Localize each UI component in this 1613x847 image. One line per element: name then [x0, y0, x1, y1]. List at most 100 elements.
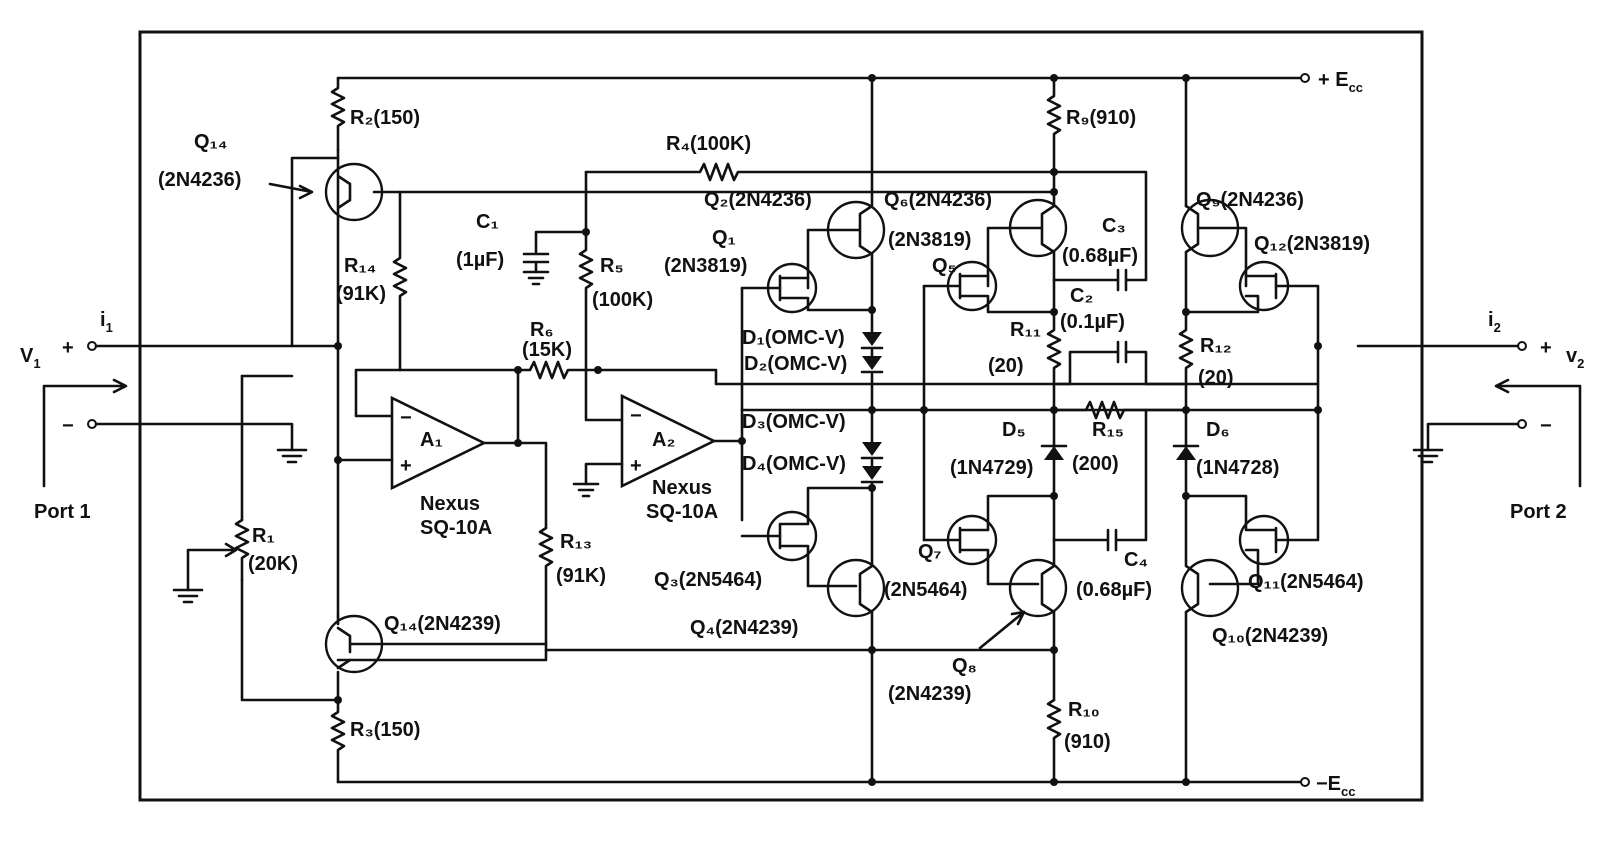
r10-resistor: [1046, 698, 1062, 784]
r10-val-label: (910): [1064, 731, 1111, 753]
port2-plus-label: +: [1540, 337, 1552, 359]
r15-val-label: (200): [1072, 453, 1119, 475]
port1-v-label: V1: [20, 345, 41, 371]
a2-minus-label: −: [630, 405, 642, 427]
q10-transistor: [1180, 558, 1240, 618]
r6-label: R₆: [530, 319, 554, 341]
node: [868, 778, 876, 786]
r9-label: R₉(910): [1066, 107, 1136, 129]
port1-arrow: [42, 378, 128, 488]
c4-val-label: (0.68µF): [1076, 579, 1152, 601]
port2-i-label: i2: [1488, 309, 1501, 335]
node: [1182, 778, 1190, 786]
d5-zener-diode: [1044, 446, 1064, 460]
d2-diode: [862, 356, 882, 370]
q3-leads: [740, 486, 874, 588]
q11-leads: [1184, 408, 1320, 586]
c2-label: C₂: [1070, 285, 1093, 307]
c4-label: C₄: [1124, 549, 1148, 571]
negative-supply-terminal: [1300, 777, 1310, 787]
q5-label: Q₅: [932, 255, 957, 277]
r11-label: R₁₁: [1010, 319, 1041, 341]
d6-zener-diode: [1176, 446, 1196, 460]
r12-label: R₁₂: [1200, 335, 1232, 357]
r13-resistor: [336, 526, 554, 662]
node: [1050, 646, 1058, 654]
q2-leads: [806, 190, 874, 312]
q10-label: Q₁₀(2N4239): [1212, 625, 1328, 647]
q8-label: Q₈: [952, 655, 977, 677]
r14-val-label: (91K): [336, 283, 386, 305]
c2-val-label: (0.1µF): [1060, 311, 1125, 333]
r9-resistor: [1046, 76, 1062, 194]
d1-label: D₁(OMC-V): [742, 327, 845, 349]
r4-resistor: [584, 162, 1056, 182]
port2-minus-label: −: [1540, 415, 1552, 437]
q5-leads: [922, 272, 1056, 314]
d5-part-label: (1N4729): [950, 457, 1033, 479]
c1-ground: [522, 270, 550, 286]
node: [920, 406, 928, 414]
q14-bottom-leads: [336, 614, 548, 702]
negative-supply-label: −Ecc: [1316, 773, 1356, 799]
d4-diode: [862, 466, 882, 480]
a2-label: A₂: [652, 429, 675, 451]
c1-val-label: (1µF): [456, 249, 504, 271]
c2-capacitor: [1052, 340, 1188, 386]
q10-leads: [1184, 494, 1200, 784]
r15-resistor: [1052, 400, 1188, 420]
a1-label: A₁: [420, 429, 443, 451]
q8-transistor: [1008, 558, 1068, 618]
a1-plus-label: +: [400, 455, 412, 477]
node: [334, 696, 342, 704]
c1-label: C₁: [476, 211, 499, 233]
r5-val-label: (100K): [592, 289, 653, 311]
r1-wiper: [186, 542, 238, 592]
d5-label: D₅: [1002, 419, 1026, 441]
q7-leads: [922, 494, 1056, 586]
r11-val-label: (20): [988, 355, 1024, 377]
d2-label: D₂(OMC-V): [744, 353, 847, 375]
q11-label: Q₁₁(2N5464): [1248, 571, 1363, 593]
node: [334, 342, 342, 350]
q14-top-label: Q₁₄: [194, 131, 227, 153]
r4-label: R₄(100K): [666, 133, 751, 155]
q4-transistor: [826, 558, 886, 618]
r14-resistor: [392, 190, 408, 372]
q5-part-label: (2N3819): [888, 229, 971, 251]
a1-opamp: [390, 395, 487, 491]
a2-part-label-1: Nexus: [652, 477, 712, 499]
q1-label: Q₁: [712, 227, 736, 249]
q12-leads: [1184, 272, 1320, 348]
port1-label: Port 1: [34, 501, 91, 523]
r12-resistor: [1178, 310, 1194, 412]
q4-leads: [858, 486, 874, 784]
r1-ground: [172, 588, 204, 604]
q8-part-label: (2N4239): [888, 683, 971, 705]
r5-resistor: [578, 230, 624, 422]
port2-minus-wire: [1426, 422, 1520, 452]
q9-label: Q₉(2N4236): [1196, 189, 1304, 211]
a1-part-label-2: SQ-10A: [420, 517, 492, 539]
c4-capacitor: [1052, 408, 1148, 552]
q14-top-part-label: (2N4236): [158, 169, 241, 191]
q14-top-leads: [336, 148, 402, 216]
a1-part-label-1: Nexus: [420, 493, 480, 515]
q8-leads: [1040, 494, 1056, 702]
r5-label: R₅: [600, 255, 624, 277]
r1-val-label: (20K): [248, 553, 298, 575]
port2-label: Port 2: [1510, 501, 1567, 523]
q6-label: Q₆(2N4236): [884, 189, 992, 211]
a2-plus-label: +: [630, 455, 642, 477]
c3-val-label: (0.68µF): [1062, 245, 1138, 267]
r1-label: R₁: [252, 525, 275, 547]
r6-resistor: [516, 360, 600, 380]
r12-val-label: (20): [1198, 367, 1234, 389]
r3-label: R₃(150): [350, 719, 420, 741]
r15-label: R₁₅: [1092, 419, 1124, 441]
node: [1050, 778, 1058, 786]
d1-diode: [862, 332, 882, 346]
q7-part-label: (2N5464): [884, 579, 967, 601]
port1-minus-label: −: [62, 415, 74, 437]
